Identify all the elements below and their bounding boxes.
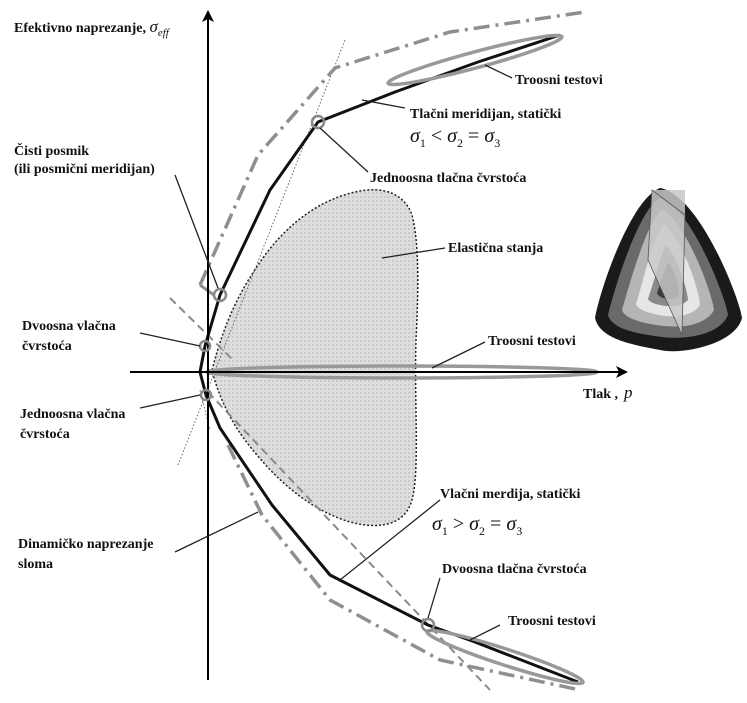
y-axis-label: Efektivno naprezanje, σeff [14, 17, 171, 39]
tangent-dotted-line [177, 39, 346, 466]
leader-compressive-meridian [361, 99, 406, 109]
leader-dynamic-failure [174, 511, 259, 553]
label-pure-shear-1: Čisti posmik [14, 142, 89, 159]
leader-uniaxial-compressive [319, 127, 369, 173]
label-uniaxial-tensile-1: Jednoosna vlačna [20, 407, 125, 422]
elastic-states-region [211, 189, 419, 527]
label-dynamic-failure-2: sloma [18, 557, 53, 572]
leader-elastic-states [381, 247, 446, 259]
triaxial-ellipse-top [386, 33, 564, 87]
label-uniaxial-compressive: Jednoosna tlačna čvrstoća [370, 171, 526, 186]
label-biaxial-tensile-2: čvrstoća [22, 339, 72, 354]
label-uniaxial-tensile-2: čvrstoća [20, 427, 70, 442]
label-compressive-meridian: Tlačni meridijan, statički [410, 107, 561, 122]
leader-tensile-meridian [339, 499, 441, 581]
label-elastic-states: Elastična stanja [448, 241, 543, 256]
leader-biaxial-compressive [427, 577, 441, 619]
label-triaxial-bottom: Troosni testovi [508, 614, 596, 629]
dashed-line-upper [169, 297, 234, 361]
leader-uniaxial-tensile [139, 394, 201, 409]
label-dynamic-failure-1: Dinamičko naprezanje [18, 537, 153, 552]
dynamic-lower-envelope [226, 444, 581, 692]
biaxial-compressive-point [420, 617, 436, 633]
leader-lines [139, 64, 513, 641]
equation-compressive: σ1 < σ2 = σ3 [410, 125, 500, 150]
uniaxial-tensile-point [199, 388, 213, 402]
equation-tensile: σ1 > σ2 = σ3 [432, 513, 522, 538]
x-axis-label: Tlak ,p [583, 383, 633, 402]
leader-pure-shear [174, 174, 219, 289]
label-pure-shear-2: (ili posmični meridijan) [14, 162, 155, 177]
leader-triaxial-bottom [469, 624, 501, 641]
triaxial-ellipse-bottom [425, 628, 585, 686]
pure-shear-point [212, 287, 228, 303]
dynamic-upper-envelope [198, 10, 586, 286]
leader-biaxial-tensile [139, 332, 201, 347]
label-triaxial-top: Troosni testovi [515, 73, 603, 88]
leader-triaxial-middle [431, 341, 486, 369]
label-biaxial-compressive: Dvoosna tlačna čvrstoća [442, 562, 587, 577]
leader-triaxial-top [484, 64, 513, 79]
uniaxial-compressive-point [310, 114, 326, 130]
label-biaxial-tensile-1: Dvoosna vlačna [22, 319, 116, 334]
label-triaxial-middle: Troosni testovi [488, 334, 576, 349]
label-tensile-meridian: Vlačni merdija, statički [440, 487, 580, 502]
failure-surface-3d-illustration [595, 188, 742, 352]
